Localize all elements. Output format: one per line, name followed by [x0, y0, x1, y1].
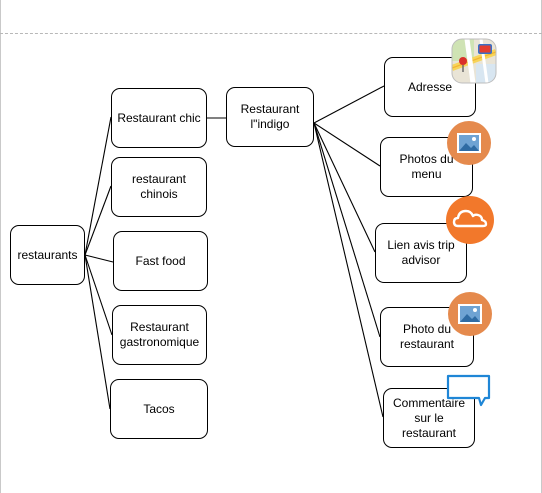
- photo-icon: [448, 292, 492, 336]
- node-photo-du-restaurant-label: Photo du restaurant: [399, 322, 455, 351]
- connector-indigo-adresse: [313, 85, 385, 124]
- node-lien-avis-tripadvisor-label: Lien avis trip advisor: [387, 238, 455, 267]
- node-restaurant-chic-label: Restaurant chic: [117, 110, 201, 125]
- node-restaurant-gastronomique-label: Restaurant gastronomique: [119, 320, 200, 349]
- node-fast-food-label: Fast food: [135, 253, 186, 268]
- connector-root-chic: [84, 116, 112, 256]
- connector-root-tacos: [84, 254, 111, 410]
- node-restaurant-indigo[interactable]: Restaurant l"indigo: [226, 87, 314, 147]
- node-tacos[interactable]: Tacos: [110, 379, 208, 439]
- node-commentaire[interactable]: Commentaire sur le restaurant: [383, 388, 475, 448]
- connector-root-gastro: [84, 254, 113, 336]
- photo-icon: [447, 121, 491, 165]
- node-restaurant-chinois[interactable]: restaurant chinois: [111, 157, 207, 217]
- node-restaurant-chic[interactable]: Restaurant chic: [111, 88, 207, 148]
- connector-indigo-photos-menu: [313, 122, 381, 167]
- canvas-left-border: [0, 0, 1, 493]
- node-adresse-label: Adresse: [407, 79, 453, 94]
- connector-indigo-tripadvisor: [313, 122, 376, 253]
- node-restaurants[interactable]: restaurants: [10, 225, 85, 285]
- node-adresse[interactable]: Adresse: [384, 57, 476, 117]
- connector-root-fastfood: [84, 254, 114, 263]
- node-restaurant-chinois-label: restaurant chinois: [131, 172, 187, 201]
- node-restaurant-indigo-label: Restaurant l"indigo: [240, 102, 300, 131]
- node-restaurant-gastronomique[interactable]: Restaurant gastronomique: [112, 305, 207, 365]
- node-tacos-label: Tacos: [143, 401, 175, 416]
- node-fast-food[interactable]: Fast food: [113, 231, 208, 291]
- page-break-line: [0, 33, 542, 34]
- comment-icon: [446, 374, 491, 407]
- node-commentaire-label: Commentaire sur le restaurant: [392, 395, 466, 440]
- connector-indigo-commentaire: [313, 122, 384, 418]
- node-photos-du-menu-label: Photos du menu: [399, 152, 454, 181]
- node-restaurants-label: restaurants: [17, 247, 78, 262]
- maps-icon: [451, 38, 497, 84]
- connector-root-chinois: [84, 185, 112, 256]
- cloud-icon: [446, 196, 494, 244]
- node-photo-du-restaurant[interactable]: Photo du restaurant: [380, 307, 474, 367]
- connector-indigo-photo-restaurant: [313, 122, 381, 338]
